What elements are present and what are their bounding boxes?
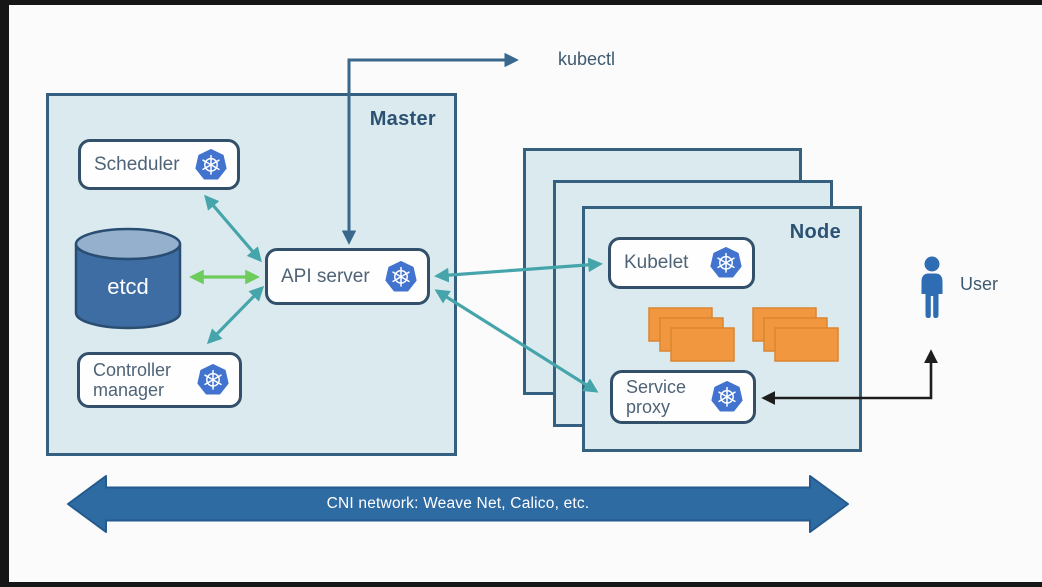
controller-manager-label: Controller manager [93, 359, 172, 400]
etcd-cylinder-top [74, 227, 182, 261]
user-icon [921, 256, 943, 318]
kubernetes-icon [195, 148, 227, 181]
kubernetes-icon [197, 364, 229, 396]
screen-edge-bottom [0, 582, 1042, 587]
service-proxy-box: Service proxy [610, 370, 756, 424]
node-label: Node [789, 221, 841, 243]
cni-network-label: CNI network: Weave Net, Calico, etc. [326, 494, 590, 512]
controller-manager-box: Controller manager [77, 352, 242, 408]
service-proxy-label: Service proxy [626, 376, 687, 417]
api-server-label: API server [281, 265, 370, 287]
kubernetes-icon [385, 260, 417, 293]
kubelet-box: Kubelet [608, 237, 755, 289]
etcd-label: etcd [107, 274, 149, 299]
kubernetes-icon [711, 381, 743, 413]
master-label: Master [369, 108, 436, 130]
api-server-box: API server [265, 248, 430, 305]
screen-edge-left [0, 0, 9, 587]
screen-edge-top [0, 0, 1042, 5]
kubernetes-icon [710, 247, 742, 279]
kubelet-label: Kubelet [624, 252, 689, 274]
scheduler-label: Scheduler [94, 153, 180, 175]
kubectl-label: kubectl [558, 49, 616, 69]
scheduler-box: Scheduler [78, 139, 240, 190]
user-label: User [960, 274, 999, 294]
etcd-database-cylinder: etcd [74, 227, 182, 330]
